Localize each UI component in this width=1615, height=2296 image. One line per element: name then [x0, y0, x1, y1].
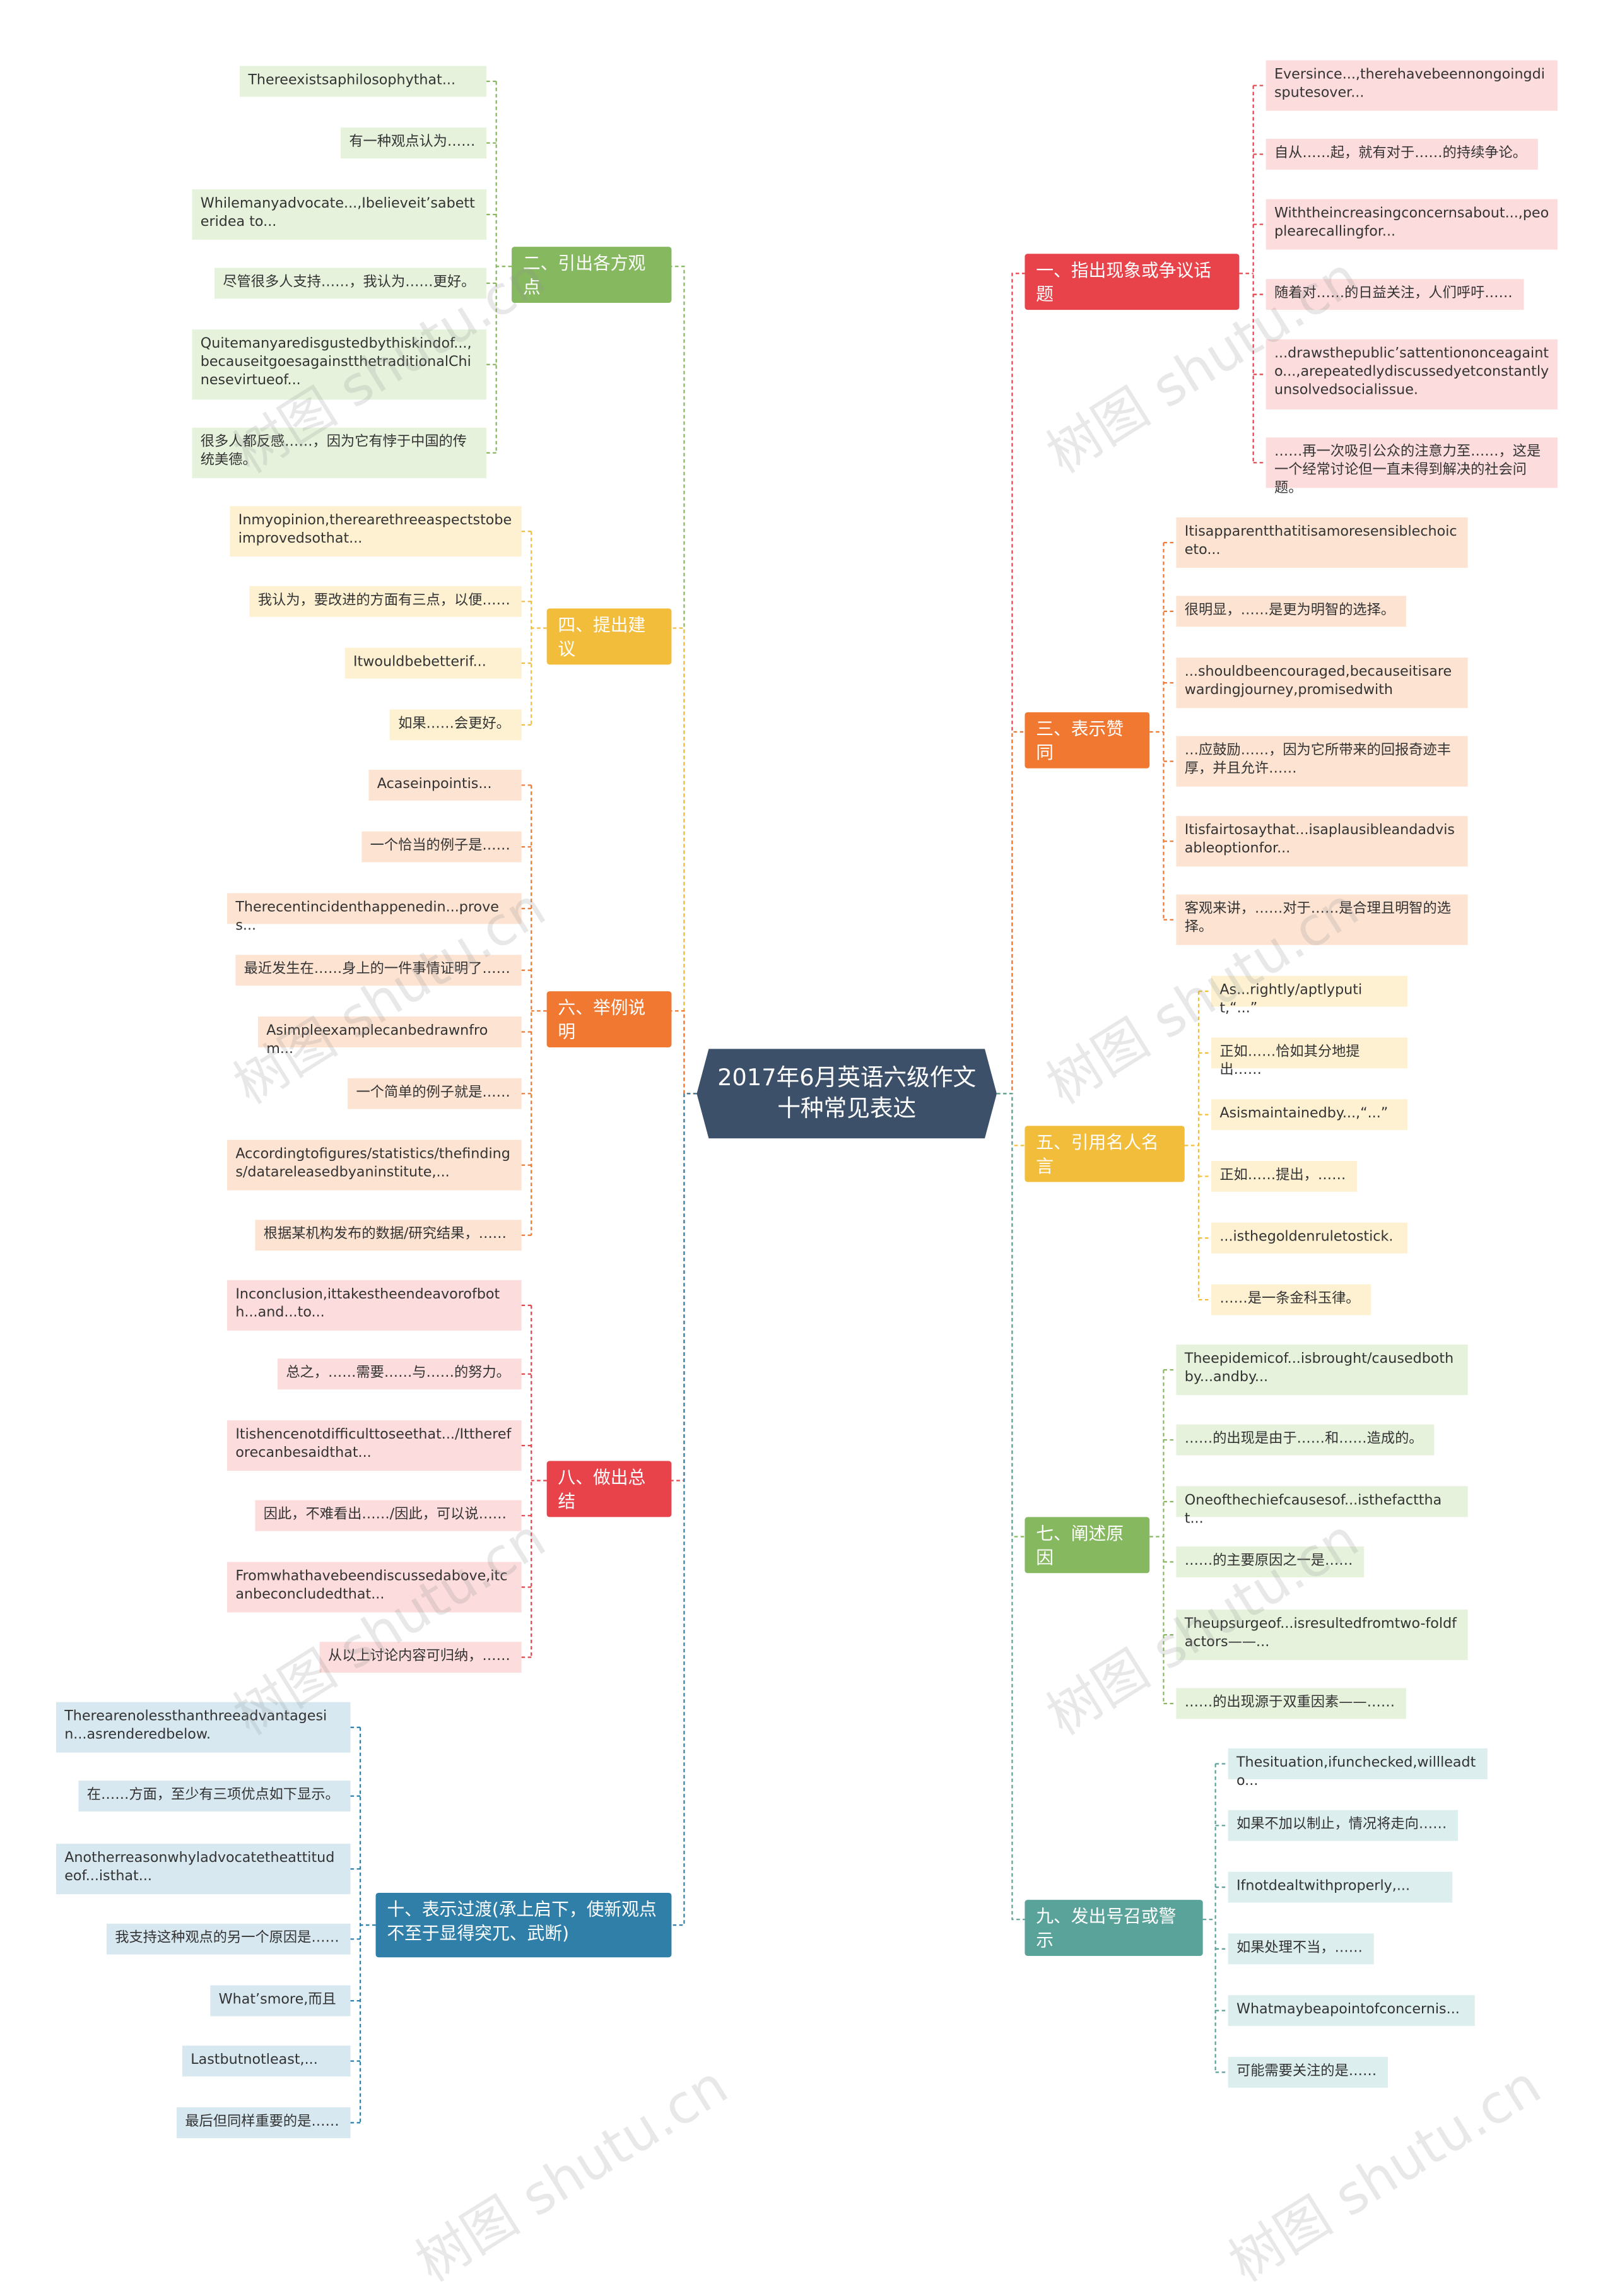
- leaf-node[interactable]: 正如……恰如其分地提出……: [1211, 1037, 1408, 1078]
- leaf-node[interactable]: 如果……会更好。: [389, 709, 522, 741]
- leaf-node[interactable]: ...isthegoldenruletostick.: [1211, 1222, 1408, 1254]
- leaf-node[interactable]: Withtheincreasingconcernsabout...,people…: [1266, 199, 1558, 250]
- leaf-node[interactable]: 我支持这种观点的另一个原因是……: [106, 1923, 351, 1955]
- branch-node[interactable]: 五、引用名人名言: [1025, 1126, 1185, 1182]
- leaf-node[interactable]: 一个简单的例子就是……: [348, 1078, 522, 1109]
- leaf-node[interactable]: 最近发生在……身上的一件事情证明了……: [235, 955, 522, 986]
- branch-node[interactable]: 三、表示赞同: [1025, 712, 1150, 768]
- leaf-node[interactable]: 总之，……需要……与……的努力。: [277, 1358, 522, 1390]
- leaf-node[interactable]: Lastbutnotleast,...: [182, 2046, 351, 2077]
- leaf-node[interactable]: 很明显，……是更为明智的选择。: [1176, 596, 1406, 627]
- leaf-node[interactable]: 因此，不难看出……/因此，可以说……: [255, 1500, 522, 1531]
- leaf-node[interactable]: 从以上讨论内容可归纳，……: [319, 1642, 522, 1673]
- leaf-node[interactable]: Asismaintainedby...,“...”: [1211, 1099, 1408, 1131]
- branch-node[interactable]: 九、发出号召或警示: [1025, 1900, 1203, 1956]
- connector: [996, 1093, 1025, 1921]
- leaf-node[interactable]: Anotherreasonwhyladvocatetheattitudeof..…: [56, 1844, 351, 1895]
- root-title-line2: 十种常见表达: [777, 1095, 917, 1122]
- leaf-node[interactable]: 我认为，要改进的方面有三点，以便……: [249, 586, 522, 617]
- leaf-node[interactable]: 正如……提出，……: [1211, 1160, 1358, 1192]
- leaf-node[interactable]: ……的出现是由于……和……造成的。: [1176, 1424, 1435, 1456]
- leaf-node[interactable]: 最后但同样重要的是……: [176, 2107, 351, 2138]
- leaf-node[interactable]: Itishencenotdifficulttoseethat.../Itther…: [226, 1420, 522, 1471]
- branch-node[interactable]: 八、做出总结: [546, 1461, 672, 1517]
- leaf-node[interactable]: Accordingtofigures/statistics/thefinding…: [226, 1139, 522, 1191]
- leaf-node[interactable]: Itisapparentthatitisamoresensiblechoicet…: [1176, 517, 1468, 568]
- leaf-node[interactable]: 有一种观点认为……: [340, 127, 487, 159]
- branch-node[interactable]: 六、举例说明: [546, 991, 672, 1047]
- leaf-node[interactable]: Asimpleexamplecanbedrawnfrom...: [257, 1016, 522, 1057]
- leaf-node[interactable]: 随着对……的日益关注，人们呼吁……: [1266, 279, 1524, 310]
- connector: [671, 1093, 697, 1926]
- leaf-node[interactable]: Oneofthechiefcausesof...isthefactthat...: [1176, 1486, 1468, 1527]
- root-node[interactable]: 2017年6月英语六级作文 十种常见表达: [696, 1049, 997, 1139]
- leaf-node[interactable]: ……的出现源于双重因素——……: [1176, 1688, 1406, 1719]
- leaf-node[interactable]: As...rightly/aptlyputit,“...”: [1211, 975, 1408, 1016]
- connector: [671, 1010, 697, 1095]
- connector: [996, 1093, 1025, 1146]
- leaf-node[interactable]: Whatmaybeapointofconcernis...: [1228, 1995, 1475, 2027]
- leaf-node[interactable]: Ifnotdealtwithproperly,...: [1228, 1871, 1453, 1903]
- leaf-node[interactable]: Whilemanyadvocate...,Ibelieveit’sabetter…: [192, 189, 487, 240]
- leaf-node[interactable]: ...drawsthepublic’sattentiononceagainto.…: [1266, 339, 1558, 409]
- leaf-node[interactable]: Thesituation,ifunchecked,willleadto...: [1228, 1748, 1488, 1789]
- leaf-node[interactable]: Therearenolessthanthreeadvantagesin...as…: [56, 1702, 351, 1753]
- leaf-node[interactable]: Thereexistsaphilosophythat...: [239, 66, 487, 97]
- connector: [996, 731, 1025, 1095]
- leaf-node[interactable]: Quitemanyaredisgustedbythiskindof...,bec…: [192, 329, 487, 400]
- leaf-node[interactable]: Acaseinpointis...: [368, 769, 522, 801]
- leaf-node[interactable]: 很多人都反感……，因为它有悖于中国的传统美德。: [192, 427, 487, 478]
- leaf-node[interactable]: 根据某机构发布的数据/研究结果，……: [255, 1220, 522, 1251]
- leaf-node[interactable]: Inconclusion,ittakestheendeavorofboth...…: [226, 1280, 522, 1331]
- branch-node[interactable]: 二、引出各方观点: [512, 247, 672, 303]
- leaf-node[interactable]: 可能需要关注的是……: [1228, 2056, 1388, 2088]
- branch-node[interactable]: 四、提出建议: [546, 608, 672, 665]
- leaf-node[interactable]: ……再一次吸引公众的注意力至……，这是一个经常讨论但一直未得到解决的社会问题。: [1266, 437, 1558, 497]
- branch-node[interactable]: 一、指出现象或争议话题: [1025, 254, 1240, 310]
- leaf-node[interactable]: Inmyopinion,therearethreeaspectstobeimpr…: [230, 506, 522, 557]
- leaf-node[interactable]: ……是一条金科玉律。: [1211, 1284, 1371, 1316]
- leaf-node[interactable]: 如果不加以制止，情况将走向……: [1228, 1810, 1459, 1841]
- leaf-node[interactable]: 一个恰当的例子是……: [361, 831, 522, 862]
- leaf-node[interactable]: 如果处理不当，……: [1228, 1933, 1374, 1965]
- connector: [996, 1093, 1025, 1538]
- leaf-node[interactable]: Fromwhathavebeendiscussedabove,itcanbeco…: [226, 1562, 522, 1613]
- leaf-node[interactable]: ...shouldbeencouraged,becauseitisareward…: [1176, 657, 1468, 709]
- mindmap-canvas: 2017年6月英语六级作文 十种常见表达 一、指出现象或争议话题 Eversinc…: [56, 60, 1558, 2293]
- leaf-node[interactable]: Theupsurgeof...isresultedfromtwo-foldfac…: [1176, 1610, 1468, 1661]
- leaf-node[interactable]: Eversince...,therehavebeennongoingdisput…: [1266, 60, 1558, 111]
- branch-node[interactable]: 十、表示过渡(承上启下，使新观点不至于显得突兀、武断): [375, 1892, 672, 1958]
- leaf-node[interactable]: Itisfairtosaythat...isaplausibleandadvis…: [1176, 816, 1468, 867]
- leaf-node[interactable]: Itwouldbebetterif...: [344, 647, 522, 679]
- branch-node[interactable]: 七、阐述原因: [1025, 1517, 1150, 1574]
- leaf-node[interactable]: What’smore,而且: [210, 1985, 351, 2016]
- root-title-line1: 2017年6月英语六级作文: [717, 1064, 977, 1091]
- leaf-node[interactable]: 尽管很多人支持……，我认为……更好。: [214, 268, 487, 299]
- leaf-node[interactable]: …应鼓励……，因为它所带来的回报奇迹丰厚，并且允许……: [1176, 736, 1468, 787]
- leaf-node[interactable]: 自从……起，就有对于……的持续争论。: [1266, 138, 1538, 170]
- leaf-node[interactable]: 客观来讲，……对于……是合理且明智的选择。: [1176, 894, 1468, 945]
- leaf-node[interactable]: 在……方面，至少有三项优点如下显示。: [78, 1781, 351, 1812]
- leaf-node[interactable]: ……的主要原因之一是……: [1176, 1546, 1365, 1577]
- leaf-node[interactable]: Theepidemicof...isbrought/causedbothby..…: [1176, 1345, 1468, 1396]
- leaf-node[interactable]: Therecentincidenthappenedin...proves...: [226, 893, 522, 934]
- connector: [996, 273, 1025, 1095]
- connector-lines: [350, 80, 1266, 2124]
